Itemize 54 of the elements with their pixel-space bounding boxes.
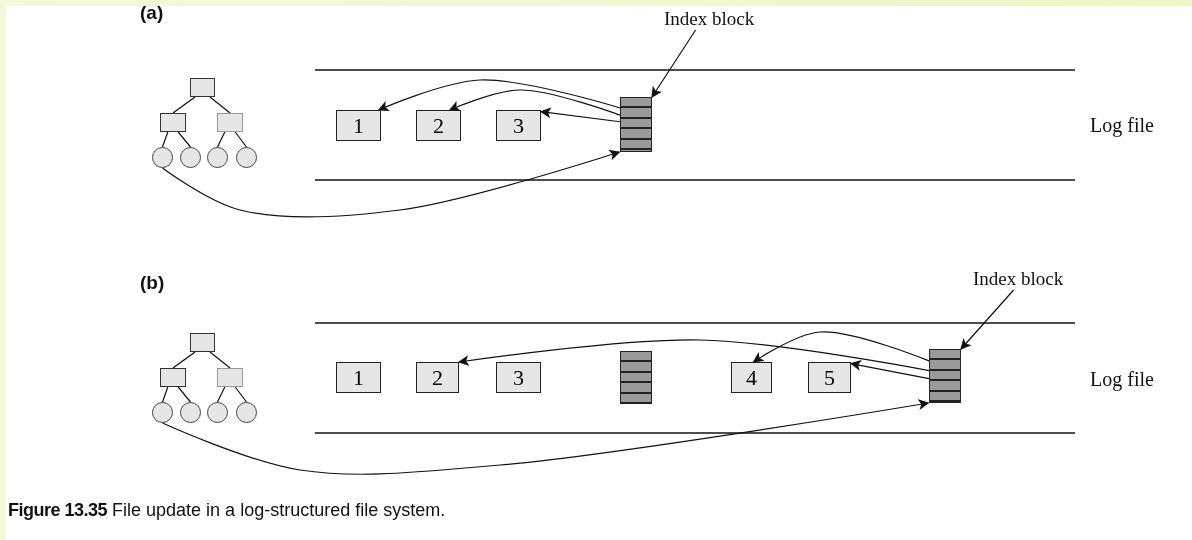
arrow — [161, 399, 930, 475]
data-block: 1 — [336, 362, 381, 393]
index-block-stack — [929, 349, 961, 403]
tree-leaf-circle — [152, 147, 173, 168]
arrow — [960, 289, 1015, 350]
tree-leaf-circle — [180, 402, 201, 423]
data-block: 1 — [336, 110, 381, 141]
tree-node-box — [217, 113, 243, 132]
tree-leaf-circle — [180, 147, 201, 168]
tree-link-line — [161, 131, 169, 148]
tree-leaf-circle — [207, 402, 228, 423]
tree-leaf-circle — [236, 402, 257, 423]
tree-link-line — [172, 351, 196, 369]
data-block: 3 — [496, 110, 541, 141]
arrow — [651, 29, 697, 98]
tree-link-line — [209, 96, 231, 114]
data-block: 3 — [496, 362, 541, 393]
tree-link-line — [234, 131, 248, 148]
figure-caption: Figure 13.35 File update in a log-structured file system. — [8, 500, 446, 521]
arrow — [457, 339, 930, 372]
index-block-stack — [620, 97, 652, 152]
arrow — [448, 89, 621, 116]
data-block: 4 — [731, 362, 772, 393]
callout-text: Index block — [973, 268, 1064, 290]
tree-node-box — [190, 78, 215, 97]
tree-node-box — [160, 368, 186, 387]
panel-label: (a) — [140, 2, 164, 24]
tree-link-line — [177, 131, 192, 148]
tree-link-line — [172, 96, 196, 114]
data-block: 2 — [416, 110, 461, 141]
tree-node-box — [160, 113, 186, 132]
tree-link-line — [216, 131, 226, 148]
tree-link-line — [161, 386, 169, 403]
arrow — [849, 360, 930, 380]
arrow — [752, 331, 930, 363]
band-label: Log file — [1090, 368, 1154, 391]
tree-link-line — [209, 351, 231, 369]
tree-leaf-circle — [207, 147, 228, 168]
data-block: 2 — [416, 362, 459, 393]
panel-label: (b) — [140, 272, 165, 294]
index-block-stack — [620, 351, 652, 404]
tree-leaf-circle — [152, 402, 173, 423]
band-label: Log file — [1090, 114, 1154, 137]
data-block: 5 — [808, 362, 851, 393]
tree-node-box — [217, 368, 243, 387]
callout-text: Index block — [664, 8, 755, 30]
arrow — [377, 79, 621, 112]
tree-link-line — [177, 386, 192, 403]
arrow — [539, 107, 621, 123]
tree-link-line — [234, 386, 248, 403]
tree-leaf-circle — [236, 147, 257, 168]
arrow — [161, 149, 621, 218]
tree-link-line — [216, 386, 226, 403]
tree-node-box — [190, 333, 215, 352]
